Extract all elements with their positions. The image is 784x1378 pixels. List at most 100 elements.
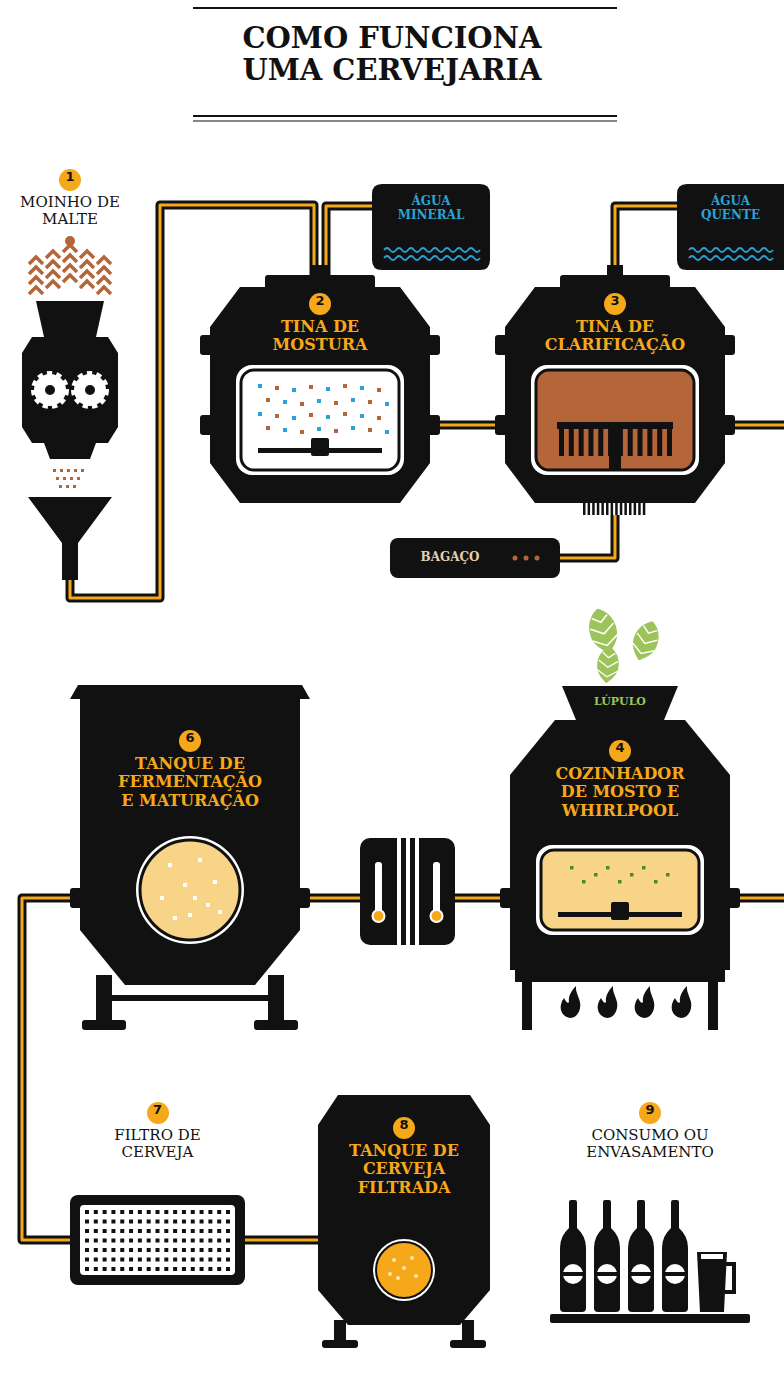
tank-port: [200, 415, 214, 435]
mash-particle: [351, 398, 355, 402]
mash-particle: [326, 415, 330, 419]
filter-hole: [191, 1229, 195, 1233]
mash-particle: [309, 413, 313, 417]
filter-hole: [226, 1220, 230, 1224]
callout-number: 9: [639, 1102, 661, 1124]
callout-number: 7: [147, 1102, 169, 1124]
filter-hole: [111, 1239, 115, 1243]
filter-hole: [103, 1220, 107, 1224]
mill-node: 1MOINHO DE MALTE: [10, 165, 130, 580]
pipe-core: [735, 425, 784, 898]
filter-hole: [200, 1229, 204, 1233]
bagaco-node: BAGAÇO: [390, 538, 560, 578]
filter-hole: [129, 1248, 133, 1252]
filter-node: 7FILTRO DE CERVEJA: [70, 1100, 245, 1285]
filter-hole: [164, 1229, 168, 1233]
bottle-neck: [569, 1200, 577, 1230]
filter-hole: [164, 1248, 168, 1252]
mill-funnel: [28, 497, 112, 580]
kettle-window: [541, 850, 699, 930]
hop-particle: [630, 873, 634, 877]
exchanger-plate: [415, 838, 419, 945]
equipment-label: COZINHADOR DE MOSTO E WHIRLPOOL: [550, 765, 690, 820]
mash-particle: [266, 398, 270, 402]
mash-particle: [275, 386, 279, 390]
wheat-grain: [63, 245, 77, 252]
filter-hole: [129, 1258, 133, 1262]
title-text: COMO FUNCIONA UMA CERVEJARIA: [217, 22, 567, 87]
filter-hole: [226, 1239, 230, 1243]
mash-particle: [360, 386, 364, 390]
filter-hole: [138, 1220, 142, 1224]
wheat-grain: [29, 277, 43, 284]
mash-particle: [385, 430, 389, 434]
filter-hole: [147, 1267, 151, 1271]
mash-particle: [292, 416, 296, 420]
exchanger-plate: [406, 838, 410, 945]
mash-particle: [360, 414, 364, 418]
filter-hole: [111, 1267, 115, 1271]
filter-hole: [138, 1210, 142, 1214]
thermometer: [375, 862, 382, 914]
false-bottom-slot: [583, 503, 586, 515]
filter-hole: [226, 1229, 230, 1233]
pipe-casing: [22, 898, 70, 1240]
mash-particle: [385, 402, 389, 406]
rake-tine: [598, 422, 603, 456]
wheat-grain: [80, 261, 94, 268]
hop-particle: [606, 866, 610, 870]
equipment-label: TANQUE DE FERMENTAÇÃO E MATURAÇÃO: [115, 755, 265, 810]
consumo-node: 9CONSUMO OU ENVASAMENTO: [545, 1100, 755, 1325]
filter-hole: [111, 1229, 115, 1233]
filter-hole: [217, 1258, 221, 1262]
filter-hole: [217, 1220, 221, 1224]
filter-hole: [200, 1248, 204, 1252]
false-bottom-slot: [629, 503, 632, 515]
malt-grain: [74, 469, 77, 472]
filter-hole: [226, 1248, 230, 1252]
mash-particle: [351, 426, 355, 430]
stirrer-hub: [311, 438, 329, 456]
tank-foot: [322, 1340, 358, 1348]
bubble: [173, 916, 177, 920]
rake-shaft: [609, 422, 621, 470]
clarif-node: 3TINA DE CLARIFICAÇÃO: [495, 275, 735, 515]
text-group: ÁGUA QUENTE: [677, 184, 784, 223]
hop-cone: [627, 617, 664, 664]
mill-outlet: [44, 443, 96, 459]
wheat-grain: [46, 261, 60, 268]
mill-roller: [74, 374, 106, 406]
equipment-label: ÁGUA MINERAL: [389, 194, 473, 223]
tank-port: [721, 415, 735, 435]
filter-hole: [138, 1229, 142, 1233]
pipe-core: [326, 206, 372, 275]
pipe-connector: [326, 206, 372, 275]
water-wave: [689, 256, 773, 260]
tank-lid: [560, 275, 670, 289]
mash-particle: [275, 414, 279, 418]
filter-hole: [156, 1210, 160, 1214]
equipment-label: TINA DE CLARIFICAÇÃO: [540, 318, 690, 355]
filter-hole: [226, 1258, 230, 1262]
filter-hole: [103, 1229, 107, 1233]
wheat-grain: [63, 255, 77, 262]
pipe-core: [615, 206, 677, 275]
water-box: [372, 184, 490, 270]
wheat-grain: [29, 287, 43, 294]
mash-particle: [266, 426, 270, 430]
bubble: [402, 1266, 406, 1270]
pipe-core: [22, 898, 70, 1240]
burner-frame: [515, 968, 725, 982]
bottle-body: [594, 1228, 620, 1312]
tank-port: [500, 888, 514, 908]
mash-particle: [377, 416, 381, 420]
mill-roller: [34, 374, 66, 406]
label-band: [631, 1272, 651, 1276]
mash-particle: [317, 427, 321, 431]
filter-hole: [147, 1239, 151, 1243]
tank-port: [200, 335, 214, 355]
kettle-body: [510, 720, 730, 970]
filter-hole: [156, 1220, 160, 1224]
rake-tine: [569, 422, 574, 456]
pipe-casing: [245, 1236, 318, 1245]
